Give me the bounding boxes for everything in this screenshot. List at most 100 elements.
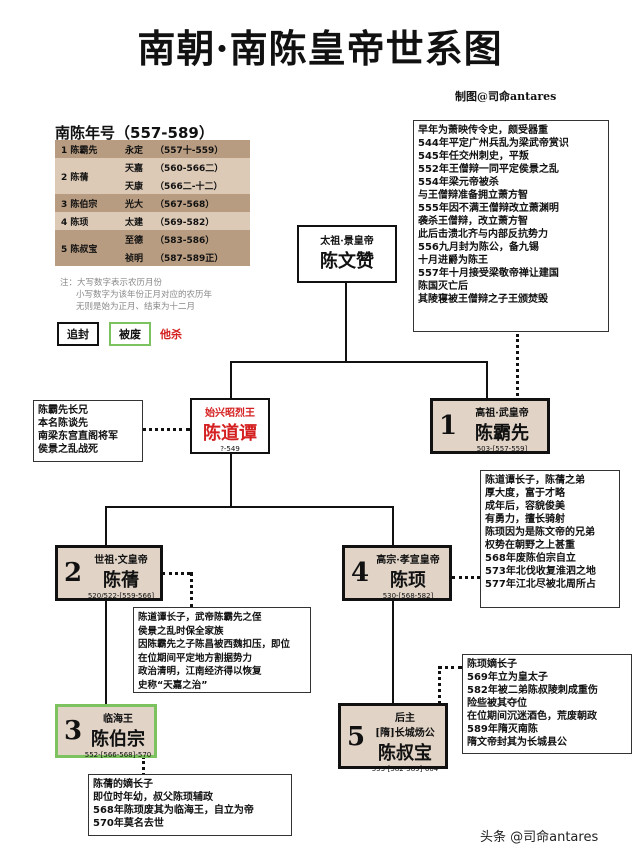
emperor-years: 520/522-[559-566]: [87, 592, 155, 600]
tree-line: [230, 361, 487, 363]
tree-line: [230, 452, 232, 507]
note-daotan: 陈霸先长兄本名陈谈先 南梁东宫直阁将军侯景之乱战死: [33, 400, 143, 462]
dotted-connector: [142, 428, 190, 431]
emperor-title: 高宗·孝宣皇帝: [376, 555, 440, 566]
era-emperor: 3 陈伯宗: [61, 199, 98, 210]
note-line: 陈国灭亡后: [418, 281, 468, 292]
daotan-name: 陈道谭: [203, 423, 257, 444]
root-title: 太祖·景皇帝: [320, 236, 374, 247]
note-line: 陈顼嫡长子: [467, 659, 517, 670]
watermark: 头条 @司命antares: [480, 830, 599, 845]
era-name: 光大: [125, 199, 144, 210]
tree-line: [392, 648, 394, 704]
emperor-number: 1: [439, 411, 458, 441]
note-line: 545年任交州刺史，平叛: [418, 151, 529, 162]
note-line: 隋文帝封其为长城县公: [467, 737, 567, 748]
note-line: 555年因不满王僧辩改立萧渊明: [418, 203, 559, 214]
note-line: 小写数字为该年份正月对应的农历年: [76, 290, 213, 300]
note-line: 其陵寝被王僧辩之子王颁焚毁: [418, 294, 548, 305]
note-line: 582年被二弟陈叔陵刺成重伤: [467, 685, 598, 696]
note-xu: 陈道谭长子，陈蒨之弟厚大度，富于才略成年后，容貌俊美 有勇力，擅长骑射陈顼因为是…: [480, 470, 620, 608]
emperor-number: 4: [351, 558, 370, 588]
tree-line: [105, 597, 107, 705]
note-line: 552年王僧辩一同平定侯景之乱: [418, 164, 559, 175]
emperor-title: 世祖·文皇帝: [94, 555, 148, 566]
emperor-number: 5: [347, 722, 366, 752]
era-row: 3 陈伯宗 光大 （567-568）: [55, 194, 250, 212]
emperor-subtitle: [隋]长城炀公: [375, 728, 435, 739]
note-line: 此后击溃北齐与内部反抗势力: [418, 229, 548, 240]
note-line: 在位期间平定地方割据势力: [138, 652, 253, 664]
note-line: 因陈霸先之子陈昌被西魏扣压，即位: [138, 639, 291, 650]
note-line: 无则是始为正月、结束为十二月: [76, 302, 196, 312]
era-note: 注：大写数字表示农历月份 小写数字为该年份正月对应的农历年 无则是始为正月、结束…: [60, 277, 212, 313]
note-line: 陈霸先长兄: [38, 405, 88, 416]
emperor-title: 后主: [395, 713, 415, 724]
note-line: 569年立为皇太子: [467, 672, 548, 683]
era-row: 5 陈叔宝 至德（583-586） 祯明（587-589正）: [55, 230, 250, 266]
era-years: （587-589正）: [155, 253, 224, 264]
tree-line: [105, 506, 393, 508]
era-years: （557十-559）: [155, 145, 224, 156]
emperor-number: 3: [64, 716, 83, 746]
era-emperor: 5 陈叔宝: [61, 244, 98, 255]
era-years: （567-568）: [155, 199, 215, 210]
emperor-name: 陈伯宗: [91, 729, 145, 750]
era-name: 永定: [125, 145, 144, 156]
note-line: 政治清明，江南经济得以恢复: [138, 666, 262, 677]
era-emperor: 4 陈顼: [61, 217, 89, 228]
emperor-2-box: 2 世祖·文皇帝 陈蒨 520/522-[559-566]: [55, 545, 163, 601]
tree-line: [105, 506, 107, 548]
note-line: 险些被其夺位: [467, 698, 527, 709]
era-table: 1 陈霸先 永定（557十-559） 2 陈蒨 天嘉（560-566二） 天康（…: [55, 140, 250, 266]
note-line: 陈道谭长子，武帝陈霸先之侄: [138, 612, 262, 623]
emperor-name: 陈顼: [390, 570, 426, 591]
emperor-1-box: 1 高祖·武皇帝 陈霸先 503-[557-559]: [430, 398, 550, 454]
note-line: 有勇力，擅长骑射: [485, 514, 565, 525]
tree-line: [230, 361, 232, 401]
note-line: 577年江北尽被北周所占: [485, 579, 596, 590]
note-line: 570年莫名去世: [93, 818, 164, 829]
legend-deposed: 被废: [109, 322, 151, 346]
note-line: 568年废陈伯宗自立: [485, 553, 576, 564]
root-ancestor-box: 太祖·景皇帝 陈文赞: [297, 225, 397, 283]
note-line: 史称“天嘉之治”: [138, 679, 208, 691]
emperor-title: 高祖·武皇帝: [475, 408, 529, 419]
note-line: 陈蒨的嫡长子: [93, 779, 153, 790]
era-years: （569-582）: [155, 217, 215, 228]
legend-posthumous: 追封: [57, 322, 99, 346]
era-name: 天康: [125, 181, 144, 192]
note-line: 554年梁元帝被杀: [418, 177, 499, 188]
daotan-box: 始兴昭烈王 陈道谭 ?-549: [190, 398, 270, 454]
emperor-years: 553-[582-589]-604: [371, 765, 439, 773]
era-row: 1 陈霸先 永定（557十-559）: [55, 140, 250, 158]
note-line: 589年隋灭南陈: [467, 724, 538, 735]
note-line: 即位时年幼，叔父陈顼辅政: [93, 792, 213, 803]
note-line: 556九月封为陈公，备九锡: [418, 242, 539, 253]
emperor-years: 503-[557-559]: [476, 445, 528, 453]
era-name: 天嘉: [125, 163, 144, 174]
tree-line: [486, 361, 488, 401]
daotan-years: ?-549: [220, 445, 240, 453]
emperor-number: 2: [64, 558, 83, 588]
note-line: 544年平定广州兵乱为梁武帝赏识: [418, 138, 569, 149]
dotted-connector: [142, 756, 145, 776]
era-years: （560-566二）: [155, 163, 224, 174]
note-line: 袭杀王僧辩，改立萧方智: [418, 216, 528, 227]
era-emperor: 2 陈蒨: [61, 172, 89, 183]
emperor-years: 530-[568-582]: [382, 592, 434, 600]
tree-line: [392, 597, 394, 649]
dotted-connector: [516, 334, 519, 396]
dotted-connector: [162, 572, 190, 575]
note-line: 侯景之乱战死: [38, 444, 98, 455]
emperor-5-box: 5 后主 [隋]长城炀公 陈叔宝 553-[582-589]-604: [338, 703, 448, 773]
note-line: 557年十月接受梁敬帝禅让建国: [418, 268, 559, 279]
dotted-connector: [452, 576, 480, 579]
era-row: 4 陈顼 太建 （569-582）: [55, 212, 250, 230]
era-name: 太建: [125, 217, 144, 228]
era-years: （583-586）: [155, 235, 215, 246]
note-line: 陈顼因为是陈文帝的兄弟: [485, 527, 595, 538]
note-line: 与王僧辩准备拥立萧方智: [418, 190, 528, 201]
